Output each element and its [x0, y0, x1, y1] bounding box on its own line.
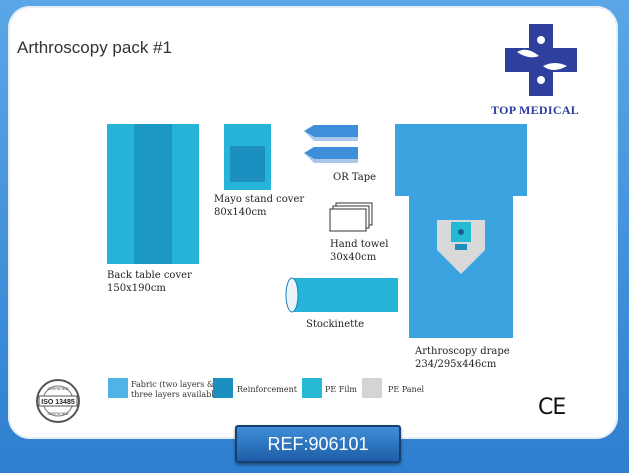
legend-swatch-pe-film [302, 378, 322, 398]
iso-certified-badge: ISO 13485 CERTIFIED CERTIFIED [36, 379, 80, 423]
top-medical-logo [505, 24, 577, 96]
ref-badge: REF:906101 [235, 425, 401, 463]
arthroscopy-drape-image [395, 124, 527, 338]
hand-towel-image [329, 202, 373, 232]
iso-bottom-text: CERTIFIED [47, 411, 68, 416]
or-tape-label: OR Tape [333, 172, 377, 183]
page-title: Arthroscopy pack #1 [17, 38, 172, 57]
ce-mark: CE [538, 395, 566, 420]
brand-name: TOP MEDICAL [491, 103, 580, 117]
legend-swatch-fabric [108, 378, 128, 398]
legend-label-reinforcement: Reinforcement [237, 385, 297, 394]
iso-mid-text: ISO 13485 [41, 399, 75, 406]
mayo-stand-cover-image [224, 124, 271, 190]
legend-swatch-pe-panel [362, 378, 382, 398]
back-table-cover-image [107, 124, 199, 264]
legend-label-fabric: Fabric (two layers &three layers availab… [131, 380, 222, 399]
stockinette-image [285, 277, 398, 313]
or-tape-image [304, 125, 358, 163]
iso-top-text: CERTIFIED [47, 386, 68, 391]
legend-label-pe-film: PE Film [325, 385, 358, 394]
stockinette-label: Stockinette [306, 319, 365, 330]
legend-label-pe-panel: PE Panel [388, 385, 425, 394]
legend-swatch-reinforcement [213, 378, 233, 398]
